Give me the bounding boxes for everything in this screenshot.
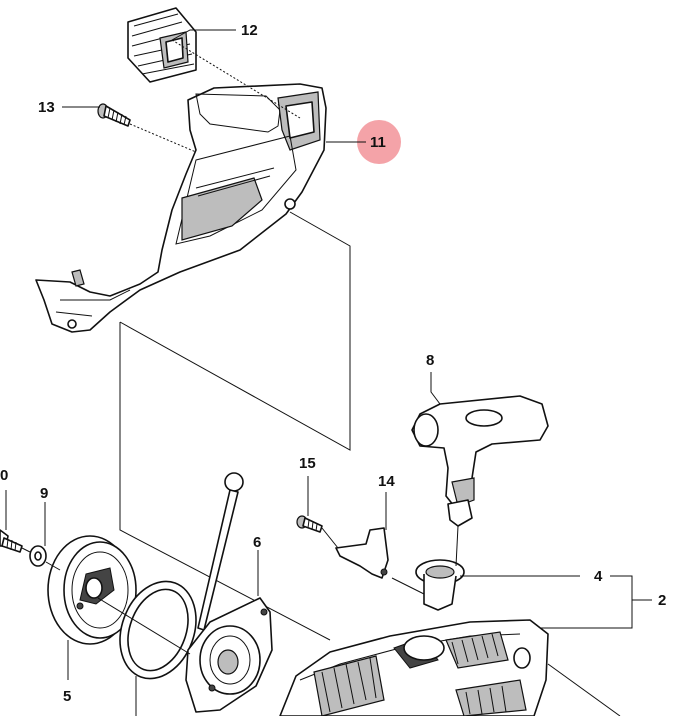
part-9-washer [29, 545, 47, 567]
part-13-screw [97, 103, 131, 127]
callout-11-label: 11 [370, 134, 386, 151]
part-6-spring-cassette [185, 597, 273, 713]
callout-15-label: 15 [299, 455, 316, 472]
callout-9-label: 9 [40, 485, 48, 502]
callout-11-highlight [357, 120, 401, 164]
part-0-bolt [0, 529, 23, 553]
part-5-starter-pulley [47, 535, 137, 645]
leader-lines [5, 29, 652, 716]
callout-4-label: 4 [594, 568, 603, 585]
part-4-rope-guide [415, 559, 465, 611]
part-11-starter-cover [35, 83, 327, 333]
callout-0-label: 0 [0, 467, 8, 484]
part-15-screw [296, 515, 323, 533]
starter-rope [197, 472, 244, 631]
callout-14-label: 14 [378, 473, 395, 490]
callout-5-label: 5 [63, 688, 71, 705]
part-12-rubber-boot [127, 7, 197, 83]
callout-6-label: 6 [253, 534, 261, 551]
callout-8-label: 8 [426, 352, 434, 369]
part-7-return-spring [119, 580, 197, 680]
callout-2-label: 2 [658, 592, 666, 609]
callout-13-label: 13 [38, 99, 55, 116]
part-8-starter-handle [411, 395, 549, 527]
crankcase [279, 619, 549, 716]
callout-12-label: 12 [241, 22, 258, 39]
part-14-pawl [335, 527, 389, 579]
